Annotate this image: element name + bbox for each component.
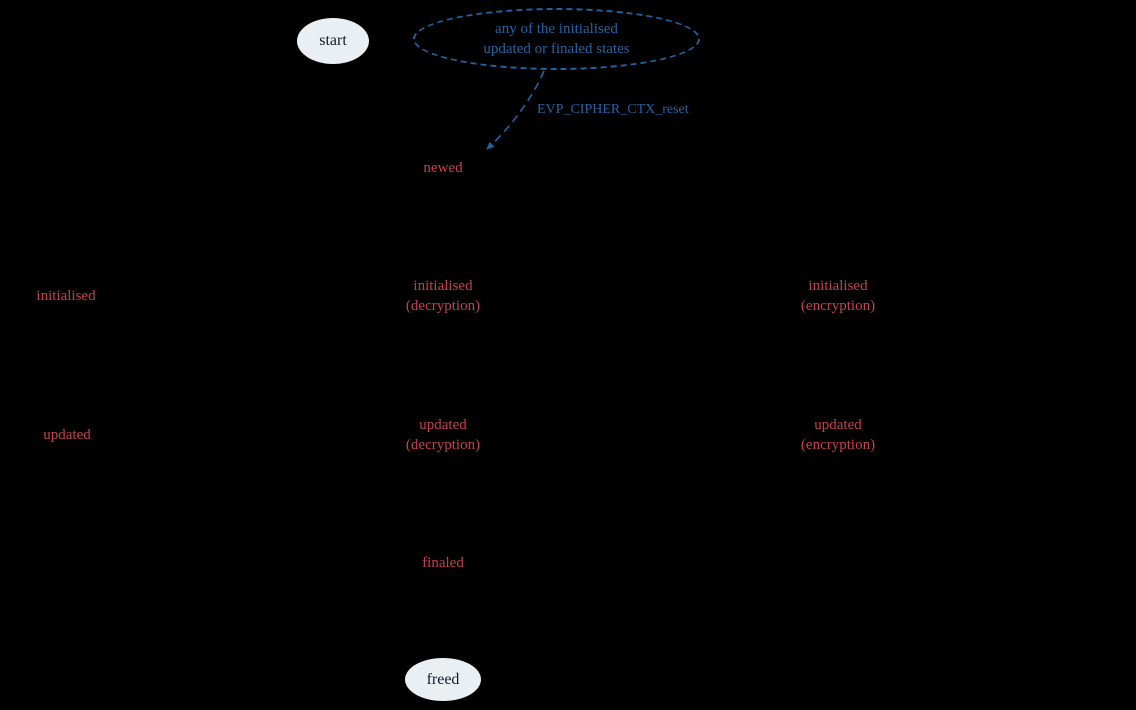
initialised-decryption-state-label: initialised (decryption): [406, 276, 480, 316]
freed-node: freed: [405, 658, 481, 701]
reset-arrow: [486, 70, 545, 150]
updated-decryption-line1: updated: [419, 417, 467, 433]
initialised-encryption-state-label: initialised (encryption): [801, 276, 875, 316]
finaled-state-label: finaled: [422, 555, 464, 571]
updated-decryption-line2: (decryption): [405, 437, 481, 453]
updated-encryption-line1: updated: [814, 417, 862, 433]
updated-decryption-state-label: updated (decryption): [406, 415, 480, 455]
newed-state-label: newed: [423, 160, 463, 176]
updated-encryption-state-label: updated (encryption): [801, 415, 875, 455]
initialised-encryption-line1: initialised: [808, 278, 868, 294]
initialised-state-label: initialised: [36, 288, 96, 304]
any-state-label-line2: updated or finaled states: [483, 41, 630, 57]
reset-edge-label: EVP_CIPHER_CTX_reset: [537, 102, 689, 117]
initialised-decryption-line2: (decryption): [405, 298, 481, 314]
any-state-label-line1: any of the initialised: [495, 21, 618, 37]
start-label: start: [319, 32, 347, 49]
any-state-node: any of the initialised updated or finale…: [413, 8, 700, 70]
initialised-decryption-line1: initialised: [413, 278, 473, 294]
start-node: start: [297, 18, 369, 64]
freed-label: freed: [426, 670, 460, 688]
updated-state-label: updated: [43, 427, 91, 443]
initialised-encryption-line2: (encryption): [800, 298, 876, 314]
updated-encryption-line2: (encryption): [800, 437, 876, 453]
